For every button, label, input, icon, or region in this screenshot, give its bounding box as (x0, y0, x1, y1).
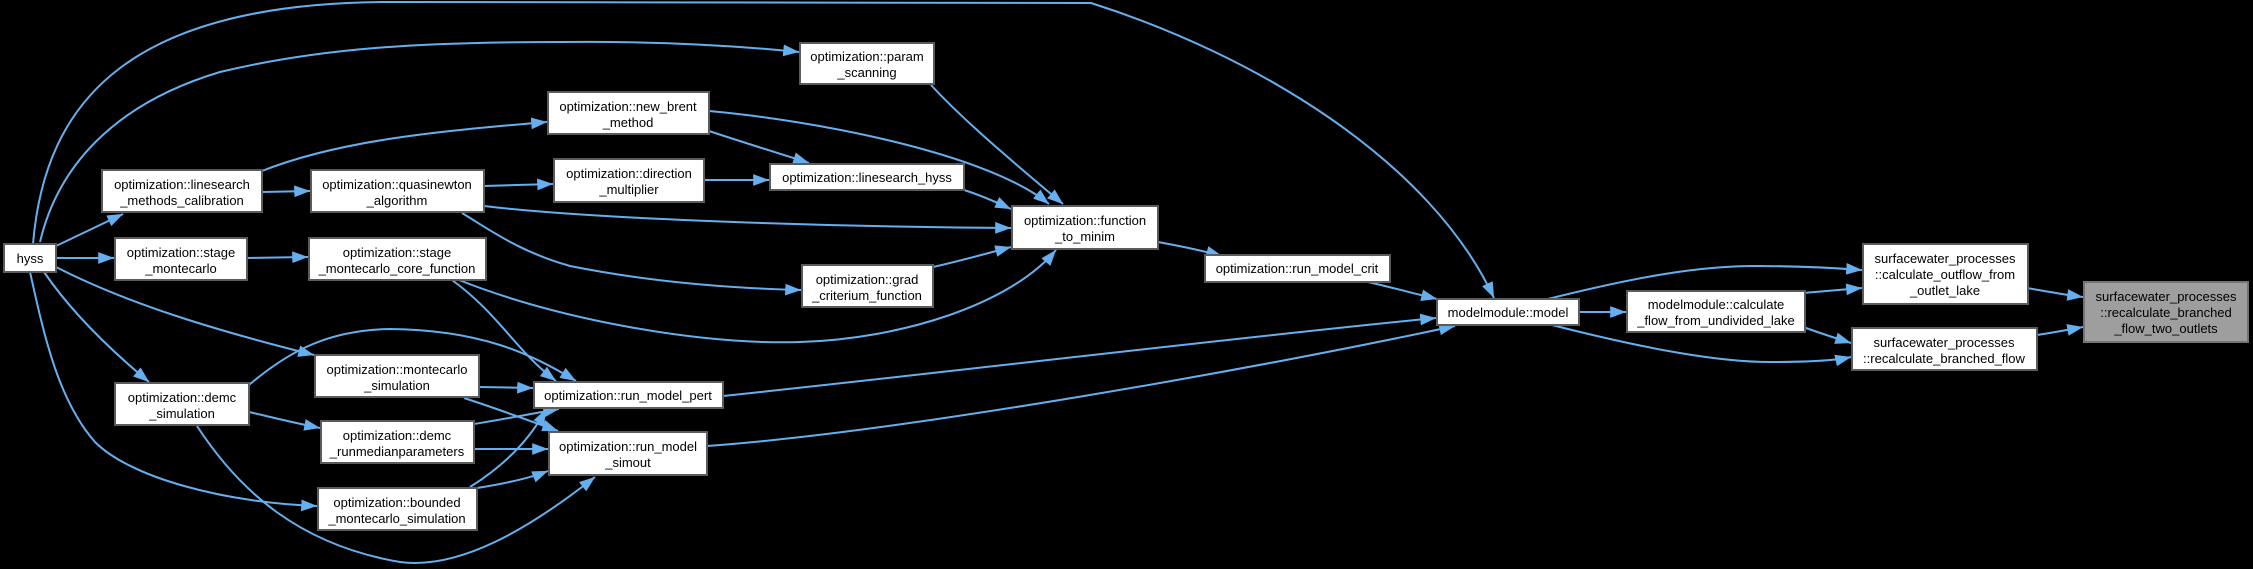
svg-text:hyss: hyss (17, 251, 44, 266)
svg-text:::calculate_outflow_from: ::calculate_outflow_from (1875, 267, 2015, 282)
svg-text:optimization::direction: optimization::direction (566, 166, 692, 181)
svg-text:_simout: _simout (604, 455, 651, 470)
svg-text:::recalculate_branched: ::recalculate_branched (2100, 305, 2232, 320)
svg-text:optimization::new_brent: optimization::new_brent (559, 99, 697, 114)
svg-text:_simulation: _simulation (148, 406, 215, 421)
svg-text:surfacewater_processes: surfacewater_processes (2096, 289, 2237, 304)
svg-text:_scanning: _scanning (836, 65, 896, 80)
svg-text:optimization::linesearch: optimization::linesearch (114, 177, 250, 192)
svg-text:_montecarlo_simulation: _montecarlo_simulation (327, 511, 465, 526)
svg-text:::recalculate_branched_flow: ::recalculate_branched_flow (1863, 351, 2025, 366)
svg-text:optimization::function: optimization::function (1024, 213, 1146, 228)
svg-text:_montecarlo: _montecarlo (144, 261, 217, 276)
svg-text:_flow_from_undivided_lake: _flow_from_undivided_lake (1636, 313, 1795, 328)
svg-text:modelmodule::model: modelmodule::model (1448, 305, 1569, 320)
svg-text:_outlet_lake: _outlet_lake (1909, 283, 1980, 298)
svg-text:surfacewater_processes: surfacewater_processes (1874, 335, 2015, 350)
svg-text:_criterium_function: _criterium_function (811, 288, 922, 303)
svg-text:_to_minim: _to_minim (1054, 229, 1115, 244)
svg-text:optimization::grad: optimization::grad (816, 272, 919, 287)
svg-text:_method: _method (602, 115, 654, 130)
svg-text:optimization::param: optimization::param (810, 49, 923, 64)
svg-text:optimization::bounded: optimization::bounded (333, 495, 460, 510)
svg-text:_algorithm: _algorithm (366, 193, 428, 208)
svg-text:_simulation: _simulation (363, 378, 430, 393)
svg-text:modelmodule::calculate: modelmodule::calculate (1648, 297, 1785, 312)
svg-text:optimization::run_model: optimization::run_model (559, 439, 697, 454)
svg-text:_montecarlo_core_function: _montecarlo_core_function (318, 261, 476, 276)
svg-text:_multiplier: _multiplier (598, 182, 659, 197)
svg-text:optimization::run_model_crit: optimization::run_model_crit (1216, 261, 1379, 276)
svg-text:optimization::linesearch_hyss: optimization::linesearch_hyss (782, 170, 952, 185)
svg-text:optimization::demc: optimization::demc (343, 428, 452, 443)
svg-text:_methods_calibration: _methods_calibration (119, 193, 244, 208)
svg-text:optimization::stage: optimization::stage (127, 245, 235, 260)
svg-text:_flow_two_outlets: _flow_two_outlets (2113, 321, 2218, 336)
svg-text:optimization::quasinewton: optimization::quasinewton (322, 177, 472, 192)
svg-text:optimization::stage: optimization::stage (343, 245, 451, 260)
svg-text:optimization::montecarlo: optimization::montecarlo (327, 362, 468, 377)
svg-text:optimization::run_model_pert: optimization::run_model_pert (544, 388, 712, 403)
svg-text:surfacewater_processes: surfacewater_processes (1875, 251, 2016, 266)
svg-text:_runmedianparameters: _runmedianparameters (329, 444, 465, 459)
svg-text:optimization::demc: optimization::demc (128, 390, 237, 405)
